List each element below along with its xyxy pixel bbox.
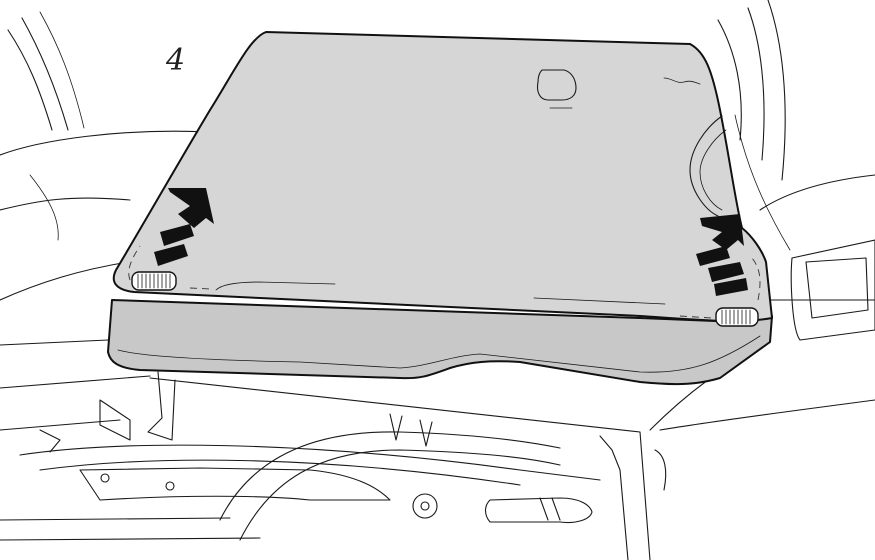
vehicle-interior-lineart bbox=[0, 0, 875, 431]
clip-icon bbox=[715, 307, 759, 327]
cargo-cover-panel bbox=[107, 31, 773, 386]
step-number: 4 bbox=[165, 43, 185, 78]
arrow-up-right-icon bbox=[696, 214, 748, 296]
clip-icon bbox=[131, 271, 177, 291]
cargo-floor-lineart bbox=[0, 371, 667, 560]
arrow-up-right-icon bbox=[154, 188, 214, 266]
